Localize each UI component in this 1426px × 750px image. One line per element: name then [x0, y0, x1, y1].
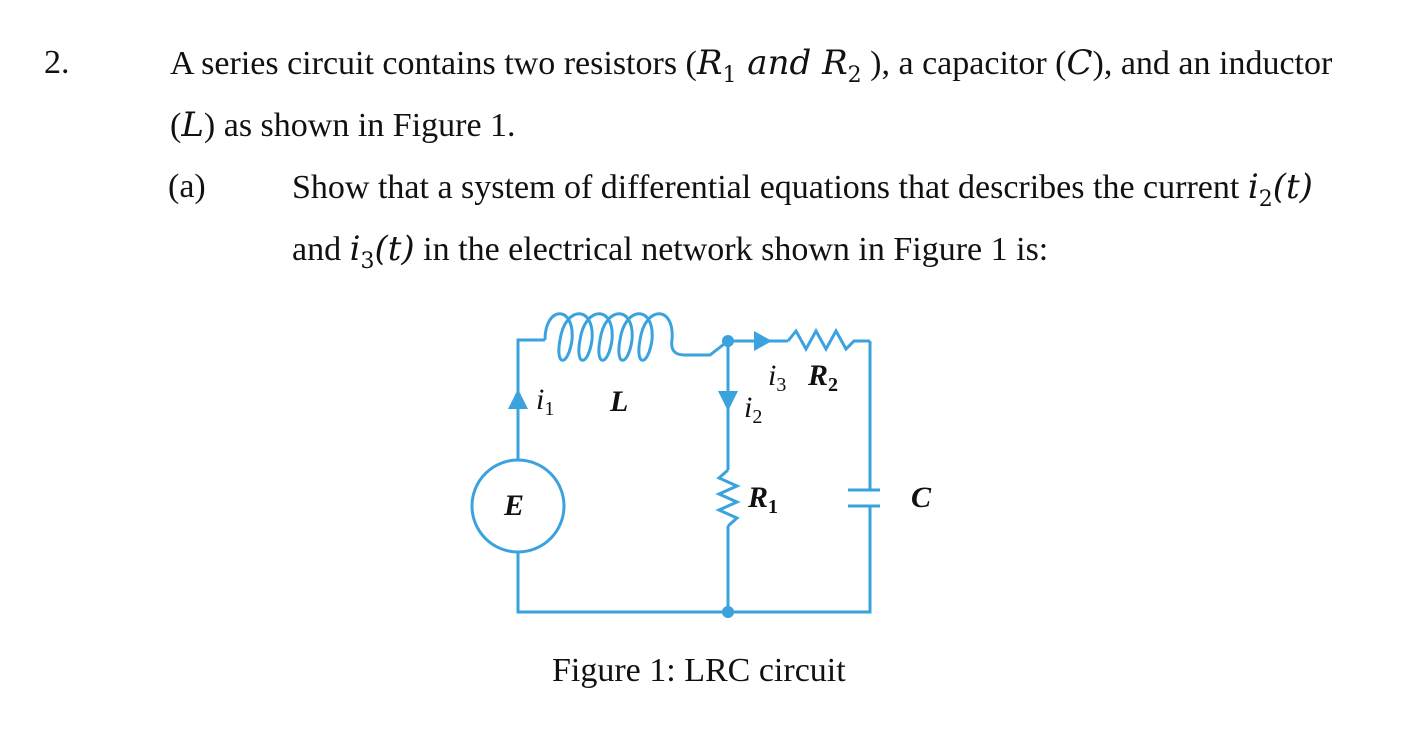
wire-inductor-to-junction	[685, 339, 729, 357]
symbol-i3: i3(t)	[349, 229, 415, 274]
circuit-figure: E i1 L i2 i3 R2 R1	[460, 285, 880, 635]
junction-dot-bottom	[722, 606, 734, 618]
part-a-text-1: Show that a system of differential equat…	[292, 169, 1248, 206]
part-a-text-2b: in the electrical network shown in Figur…	[414, 231, 1049, 268]
question-line-1: A series circuit contains two resistors …	[170, 43, 1332, 88]
inductor-coil	[543, 312, 686, 362]
symbol-i2: i2(t)	[1247, 167, 1313, 212]
intro-text-c: ), and an inductor	[1092, 45, 1333, 82]
voltage-source	[470, 458, 566, 554]
part-a-line-2: and i3(t) in the electrical network show…	[292, 229, 1048, 274]
resistor-r1	[715, 468, 741, 528]
junction-dot-top	[722, 335, 734, 347]
label-r2: R2	[807, 359, 838, 396]
resistor-r2	[786, 327, 870, 353]
label-i1: i1	[536, 383, 554, 420]
symbol-r2: R2	[822, 43, 862, 88]
and-word: and	[736, 43, 823, 83]
circuit-diagram: E i1 L i2 i3 R2 R1	[470, 312, 880, 618]
arrow-i1	[508, 389, 528, 409]
part-a-text-2a: and	[292, 231, 350, 268]
wire-left-top	[516, 338, 545, 460]
label-i3: i3	[768, 359, 786, 396]
label-e: E	[503, 489, 524, 522]
label-capacitor: C	[911, 481, 932, 514]
symbol-r1: R1	[696, 43, 737, 88]
wire-right-bottom	[516, 506, 872, 614]
part-a-label: (a)	[168, 168, 206, 205]
label-i2: i2	[744, 391, 762, 428]
symbol-l: L	[181, 105, 204, 145]
label-r1: R1	[747, 481, 778, 518]
intro-text-b: ), a capacitor (	[861, 45, 1067, 82]
question-number: 2.	[44, 44, 70, 81]
part-a-line-1: Show that a system of differential equat…	[292, 167, 1313, 212]
arrow-i2	[718, 391, 738, 411]
label-l: L	[609, 385, 628, 418]
intro-text-a: A series circuit contains two resistors …	[170, 45, 697, 82]
question-line-2: (L) as shown in Figure 1.	[170, 105, 516, 146]
line2-rest: ) as shown in Figure 1.	[203, 107, 516, 144]
paren-open: (	[170, 107, 182, 144]
circuit-wires	[516, 312, 880, 614]
arrow-i3	[754, 331, 772, 351]
figure-caption: Figure 1: LRC circuit	[552, 652, 846, 689]
symbol-c: C	[1066, 43, 1093, 83]
